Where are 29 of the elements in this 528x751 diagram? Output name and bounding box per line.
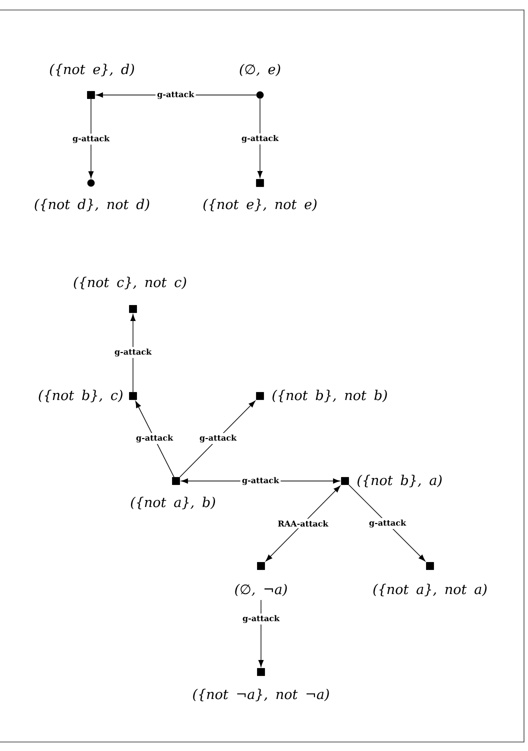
node-label: ({not c}, not c) (74, 276, 186, 290)
node-label: (∅, e) (240, 64, 280, 76)
arrow (257, 98, 263, 178)
arrow (130, 314, 136, 392)
edge-label: g-attack (70, 134, 112, 145)
arrow (258, 600, 264, 667)
node-label: ({not d}, not d) (34, 198, 150, 212)
edge-label: RAA-attack (276, 518, 330, 528)
arrow (348, 484, 426, 562)
node-label: ({not a}, b) (130, 496, 216, 510)
node-label: (∅, ¬a) (235, 584, 287, 596)
arrow (180, 400, 256, 478)
node-label: ({not e}, d) (50, 64, 134, 76)
edge-label: g-attack (155, 89, 196, 101)
edge-label: g-attack (112, 346, 154, 358)
node-label: ({not ¬a}, not ¬a) (193, 688, 329, 702)
arrow (266, 486, 340, 562)
edge-label: g-attack (367, 518, 408, 530)
node-label: ({not b}, a) (358, 474, 442, 488)
edge-label: g-attack (240, 133, 280, 144)
edge-label: g-attack (134, 432, 175, 444)
arrow (135, 400, 174, 478)
edge-label: g-attack (240, 475, 281, 487)
node-label: ({not b}, c) (38, 390, 122, 402)
node-label: ({not a}, not a) (373, 584, 487, 596)
edge-label: g-attack (198, 432, 238, 444)
node-label: ({not b}, not b) (272, 390, 387, 402)
node-label: ({not e}, not e) (203, 198, 317, 212)
edge-label: g-attack (240, 613, 282, 625)
